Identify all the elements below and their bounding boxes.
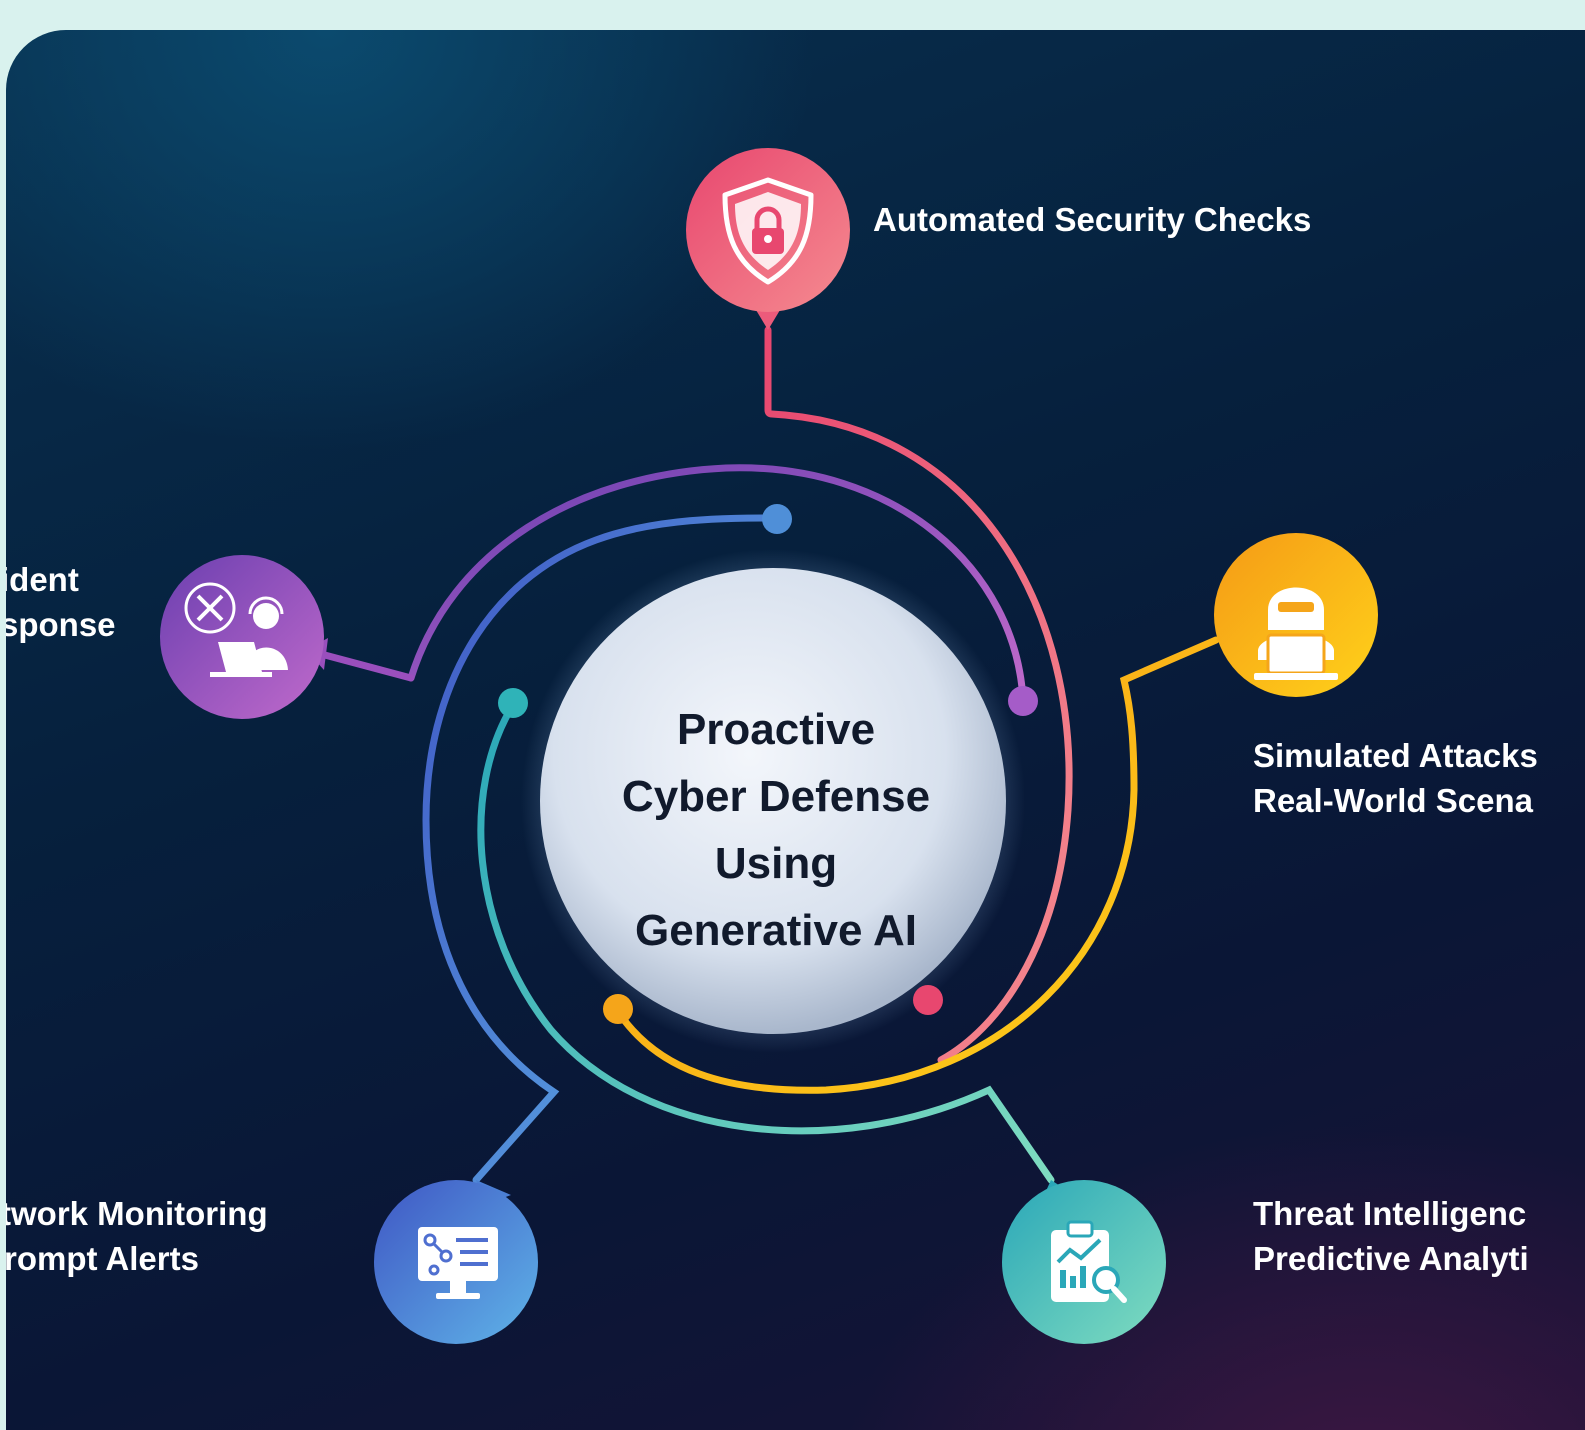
center-title-line: Generative AI (634, 906, 918, 955)
label-line: Threat Intelligenc (1253, 1195, 1527, 1232)
center-title-line: Cyber Defense (621, 772, 931, 821)
label-line: sponse (6, 606, 116, 643)
center-title-line: Using (714, 839, 838, 888)
purple-arc (407, 464, 1027, 704)
node-automated-security-checks (686, 148, 850, 330)
center-title-line: Proactive (676, 705, 876, 754)
label-threat-intelligence: Threat Intelligenc Predictive Analyti (1253, 1191, 1529, 1281)
blue-endpoint-dot (762, 504, 792, 534)
teal-endpoint-dot (498, 688, 528, 718)
teal-connector (477, 701, 1055, 1184)
label-line: Real-World Scena (1253, 782, 1533, 819)
label-line: ident (6, 561, 79, 598)
hacker-laptop-icon (1254, 587, 1338, 680)
node-simulated-attacks (1214, 533, 1378, 697)
orange-connector (613, 636, 1220, 1094)
diagram-graphics (160, 148, 1378, 1344)
label-incident-response: ident sponse (6, 557, 116, 647)
label-line: Predictive Analyti (1253, 1240, 1529, 1277)
center-title: Proactive Cyber Defense Using Generative… (546, 620, 1006, 1040)
node-threat-intelligence (1002, 1180, 1166, 1344)
orange-endpoint-dot (603, 994, 633, 1024)
label-line: twork Monitoring (6, 1195, 268, 1232)
infographic-panel: Proactive Cyber Defense Using Generative… (6, 30, 1585, 1430)
center-disc (540, 568, 1006, 1034)
clipboard-analytics-icon (1051, 1220, 1127, 1303)
support-agent-icon (184, 582, 288, 677)
label-line: Automated Security Checks (873, 201, 1312, 238)
shield-lock-icon (722, 177, 814, 285)
label-automated-security-checks: Automated Security Checks (873, 197, 1311, 242)
purple-endpoint-dot (1008, 686, 1038, 716)
monitor-network-icon (418, 1227, 498, 1299)
pink-connector (764, 326, 1073, 1064)
label-line: rompt Alerts (6, 1240, 199, 1277)
label-simulated-attacks: Simulated Attacks Real-World Scena (1253, 733, 1538, 823)
label-line: Simulated Attacks (1253, 737, 1538, 774)
node-network-monitoring (374, 1180, 538, 1344)
pink-endpoint-dot (913, 985, 943, 1015)
node-incident-response (160, 555, 328, 719)
label-network-monitoring: twork Monitoring rompt Alerts (6, 1191, 268, 1281)
blue-connector (422, 514, 780, 1184)
